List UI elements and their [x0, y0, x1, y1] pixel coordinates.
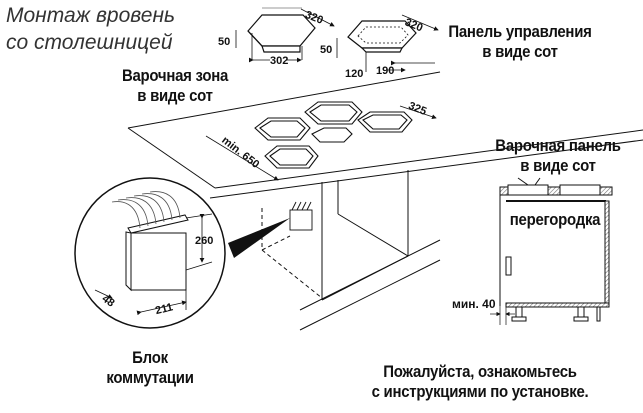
zone-height-dim: 50: [218, 36, 230, 48]
installation-note: Пожалуйста, ознакомьтесь с инструкциями …: [348, 362, 612, 402]
installation-note-line1: Пожалуйста, ознакомьтесь: [383, 362, 577, 381]
panel-cutout-dim: 190: [376, 65, 394, 77]
worktop: [127, 71, 643, 199]
switch-box-label-line1: Блок: [132, 348, 168, 367]
zone-cutout-dim: 302: [270, 55, 288, 67]
control-panel-label-line1: Панель управления: [448, 22, 592, 41]
page-title: Монтаж вровень со столешницей: [6, 2, 175, 56]
box-height-dim: 260: [195, 235, 213, 247]
switch-box-label: Блок коммутации: [97, 348, 203, 388]
partition-min-gap-dim: мин. 40: [452, 297, 496, 311]
switch-box-detail: [111, 191, 189, 292]
box-depth-dim: 48: [100, 293, 117, 310]
control-panel-label-line2: в виде сот: [482, 42, 558, 61]
switch-box-label-line2: коммутации: [106, 368, 194, 387]
control-panel-module: [347, 20, 417, 53]
hob-panel-label-line1: Варочная панель: [495, 136, 621, 155]
callout-pointer: [228, 218, 290, 258]
worktop-min-depth-dim: min. 650: [219, 134, 261, 171]
honeycomb-hob: [254, 101, 413, 169]
box-dim-lines: [94, 213, 213, 316]
hob-depth-dim: 325: [407, 100, 429, 118]
panel-depth-dim: 120: [345, 68, 363, 80]
zone-dim-lines: [235, 8, 335, 63]
partition-label: перегородка: [509, 210, 601, 229]
title-line-1: Монтаж вровень: [6, 4, 176, 27]
cooking-zone-module: [247, 7, 316, 60]
panel-dim-lines: [336, 14, 439, 73]
cooking-zone-label-line2: в виде сот: [137, 86, 213, 105]
control-panel-label: Панель управления в виде сот: [441, 22, 599, 62]
panel-height-dim: 50: [320, 44, 332, 56]
hob-dim-lines: [205, 105, 437, 181]
cooking-zone-label: Варочная зона в виде сот: [109, 66, 241, 106]
title-line-2: со столешницей: [6, 31, 173, 54]
side-section: [490, 177, 613, 325]
installation-note-line2: с инструкциями по установке.: [371, 382, 589, 401]
small-switch-box: [289, 201, 313, 231]
box-width-dim: 211: [154, 301, 174, 317]
cooking-zone-label-line1: Варочная зона: [121, 66, 229, 85]
cabinet: [261, 170, 441, 331]
hob-panel-label: Варочная панель в виде сот: [488, 136, 629, 176]
hob-panel-label-line2: в виде сот: [520, 156, 596, 175]
